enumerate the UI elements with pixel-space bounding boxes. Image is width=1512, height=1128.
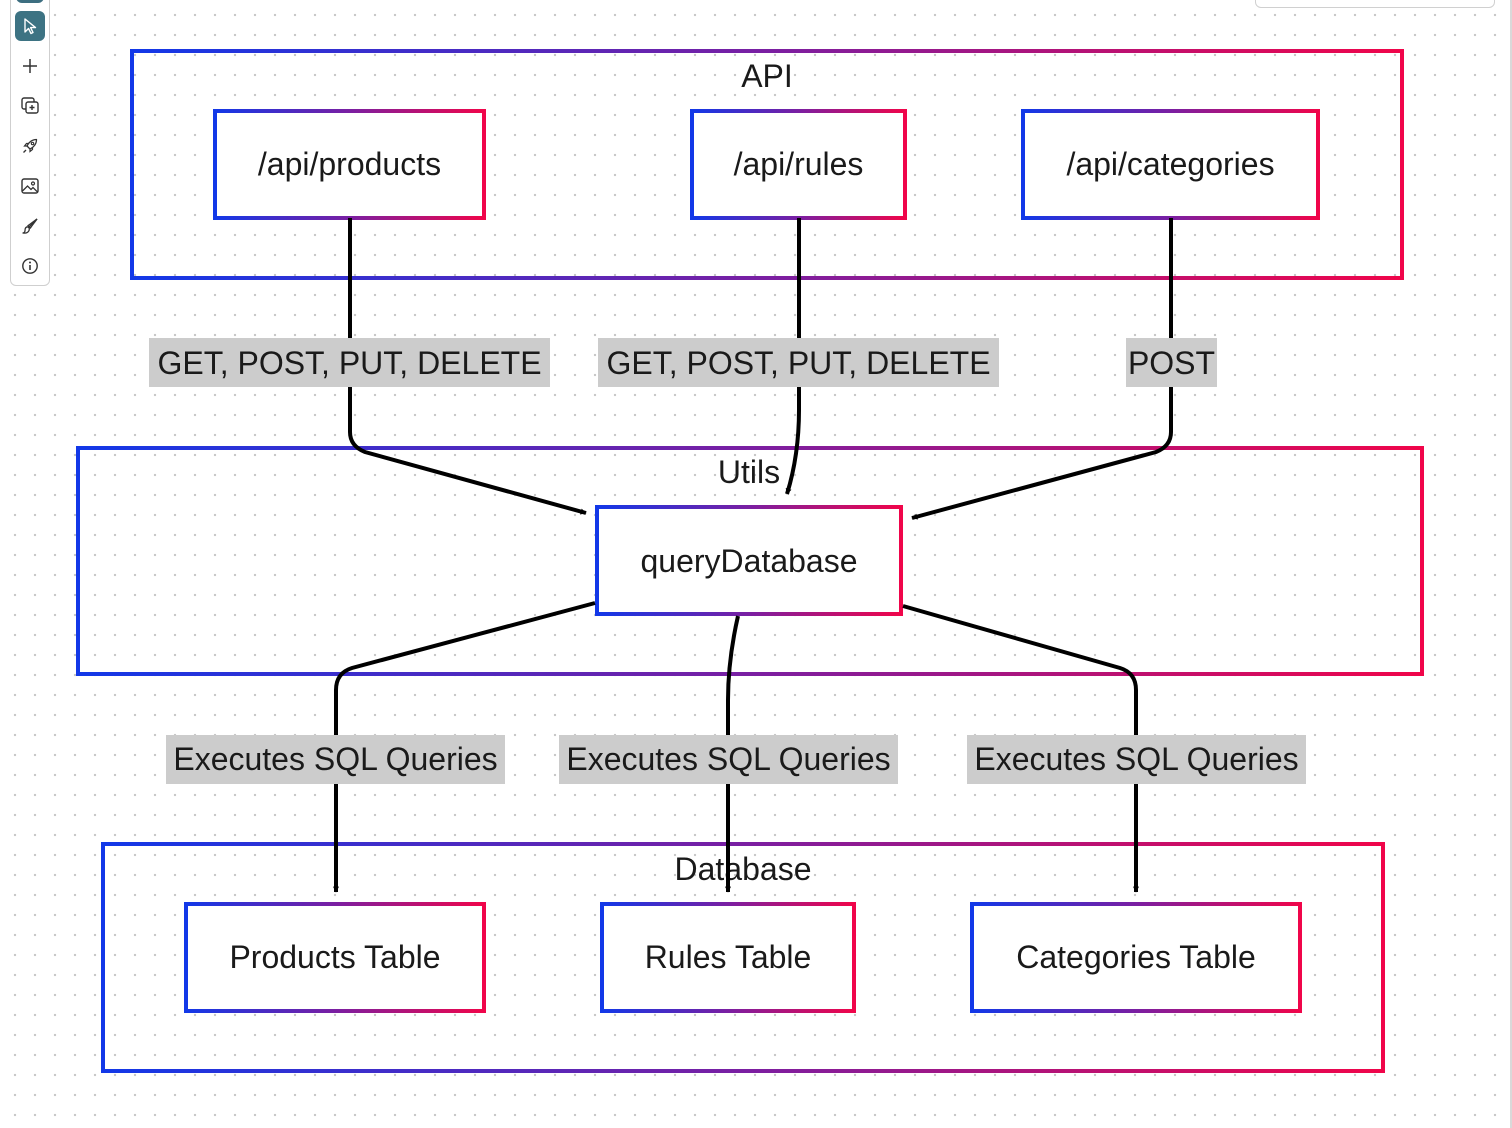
plus-icon xyxy=(21,57,39,75)
edge-query-to-categories[interactable] xyxy=(902,604,1139,893)
add-frame-icon xyxy=(20,96,40,116)
node-rules-table-label: Rules Table xyxy=(645,939,812,975)
insert-image-button[interactable] xyxy=(15,171,45,201)
edge-label-query-categories-text: Executes SQL Queries xyxy=(974,741,1298,777)
node-rules-table[interactable]: Rules Table xyxy=(600,902,856,1013)
edge-label-categories[interactable]: POST xyxy=(1126,338,1217,387)
utils-group-title: Utils xyxy=(718,454,780,490)
edge-label-query-products[interactable]: Executes SQL Queries xyxy=(166,735,505,784)
node-products-table[interactable]: Products Table xyxy=(184,902,486,1013)
edge-label-rules[interactable]: GET, POST, PUT, DELETE xyxy=(598,338,999,387)
node-api-products-label: /api/products xyxy=(258,146,441,182)
image-icon xyxy=(20,177,40,195)
edge-label-query-rules[interactable]: Executes SQL Queries xyxy=(559,735,898,784)
edge-label-products[interactable]: GET, POST, PUT, DELETE xyxy=(149,338,550,387)
edge-label-products-text: GET, POST, PUT, DELETE xyxy=(157,345,541,381)
edge-query-to-rules[interactable] xyxy=(725,615,740,893)
node-query-database-label: queryDatabase xyxy=(640,543,857,579)
add-node-button[interactable] xyxy=(15,51,45,81)
edge-label-query-categories[interactable]: Executes SQL Queries xyxy=(967,735,1306,784)
edge-rules-to-query[interactable] xyxy=(785,218,801,495)
canvas-edge-divider xyxy=(1510,0,1512,1128)
edge-query-to-products[interactable] xyxy=(333,601,596,893)
node-categories-table-label: Categories Table xyxy=(1016,939,1256,975)
edge-categories-to-query[interactable] xyxy=(911,218,1173,520)
launch-button[interactable] xyxy=(15,131,45,161)
node-api-rules[interactable]: /api/rules xyxy=(690,109,907,220)
database-group[interactable]: Database xyxy=(101,842,1385,1073)
node-categories-table[interactable]: Categories Table xyxy=(970,902,1302,1013)
database-group-title: Database xyxy=(675,851,812,887)
node-api-categories[interactable]: /api/categories xyxy=(1021,109,1320,220)
edge-products-to-query[interactable] xyxy=(348,218,587,515)
cursor-icon xyxy=(21,17,39,35)
edge-label-query-products-text: Executes SQL Queries xyxy=(173,741,497,777)
rocket-icon xyxy=(21,137,39,155)
left-toolbar xyxy=(10,0,50,286)
toolbar-top-button[interactable] xyxy=(16,0,44,3)
utils-group[interactable]: Utils xyxy=(76,446,1424,676)
edge-label-categories-text: POST xyxy=(1128,345,1215,381)
info-button[interactable] xyxy=(15,251,45,281)
brush-tool-button[interactable] xyxy=(15,211,45,241)
edge-label-rules-text: GET, POST, PUT, DELETE xyxy=(606,345,990,381)
api-group-title: API xyxy=(741,58,793,94)
edge-label-query-rules-text: Executes SQL Queries xyxy=(566,741,890,777)
node-products-table-label: Products Table xyxy=(229,939,440,975)
node-api-rules-label: /api/rules xyxy=(734,146,864,182)
node-api-categories-label: /api/categories xyxy=(1066,146,1274,182)
select-tool-button[interactable] xyxy=(15,11,45,41)
top-right-panel[interactable] xyxy=(1255,0,1495,8)
node-query-database[interactable]: queryDatabase xyxy=(595,505,903,616)
brush-icon xyxy=(21,217,39,235)
info-icon xyxy=(21,257,39,275)
add-frame-button[interactable] xyxy=(15,91,45,121)
api-group[interactable]: API xyxy=(130,49,1404,280)
node-api-products[interactable]: /api/products xyxy=(213,109,486,220)
